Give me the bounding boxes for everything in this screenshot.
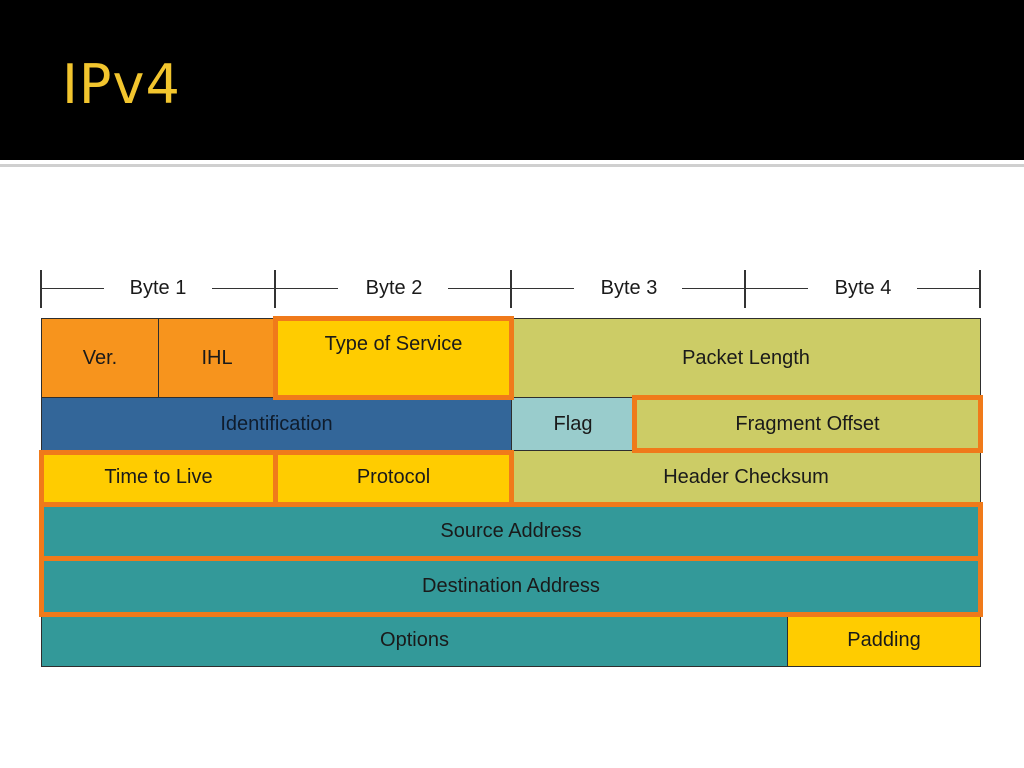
field-label: Padding bbox=[847, 629, 921, 651]
field-label: IHL bbox=[201, 346, 233, 369]
ruler-label-byte-4: Byte 4 bbox=[834, 277, 892, 299]
title-divider bbox=[0, 164, 1024, 167]
field-time-to-live: Time to Live bbox=[41, 450, 276, 505]
ruler-tick bbox=[979, 270, 981, 308]
ruler-label-byte-3: Byte 3 bbox=[600, 277, 658, 299]
field-label: Destination Address bbox=[422, 575, 600, 597]
field-source-address: Source Address bbox=[41, 504, 981, 559]
ruler-line bbox=[917, 288, 979, 289]
byte-ruler: Byte 1 Byte 2 Byte 3 Byte 4 bbox=[40, 268, 982, 310]
ruler-label-byte-1: Byte 1 bbox=[129, 277, 187, 299]
ruler-tick bbox=[510, 270, 512, 308]
field-flag: Flag bbox=[511, 397, 635, 451]
field-padding: Padding bbox=[787, 614, 981, 667]
field-header-checksum: Header Checksum bbox=[511, 450, 981, 505]
title-bar: IPv4 bbox=[0, 0, 1024, 160]
ruler-label-byte-2: Byte 2 bbox=[365, 277, 423, 299]
field-identification: Identification bbox=[41, 397, 512, 451]
field-label: Time to Live bbox=[104, 466, 213, 488]
ruler-line bbox=[212, 288, 274, 289]
field-label: Type of Service bbox=[324, 333, 463, 355]
field-type-of-service: Type of Service bbox=[275, 318, 512, 398]
ruler-line bbox=[276, 288, 338, 289]
field-options: Options bbox=[41, 614, 788, 667]
field-label: Header Checksum bbox=[663, 466, 829, 488]
field-label: Packet Length bbox=[682, 346, 810, 369]
ruler-line bbox=[42, 288, 104, 289]
slide-title: IPv4 bbox=[62, 53, 181, 116]
field-label: Source Address bbox=[440, 520, 582, 542]
ruler-line bbox=[682, 288, 744, 289]
field-ihl: IHL bbox=[158, 318, 276, 398]
ruler-line bbox=[746, 288, 808, 289]
field-label: Options bbox=[380, 629, 449, 651]
field-label: Protocol bbox=[356, 466, 431, 488]
field-packet-length: Packet Length bbox=[511, 318, 981, 398]
field-protocol: Protocol bbox=[275, 450, 512, 505]
field-label: Ver. bbox=[82, 346, 118, 369]
ruler-tick bbox=[40, 270, 42, 308]
ruler-tick bbox=[744, 270, 746, 308]
field-label: Identification bbox=[220, 412, 333, 435]
field-label: Fragment Offset bbox=[735, 412, 880, 435]
ruler-line bbox=[512, 288, 574, 289]
ruler-tick bbox=[274, 270, 276, 308]
field-destination-address: Destination Address bbox=[41, 558, 981, 615]
field-fragment-offset: Fragment Offset bbox=[634, 397, 981, 451]
field-version: Ver. bbox=[41, 318, 159, 398]
ruler-line bbox=[448, 288, 510, 289]
field-label: Flag bbox=[553, 412, 593, 435]
